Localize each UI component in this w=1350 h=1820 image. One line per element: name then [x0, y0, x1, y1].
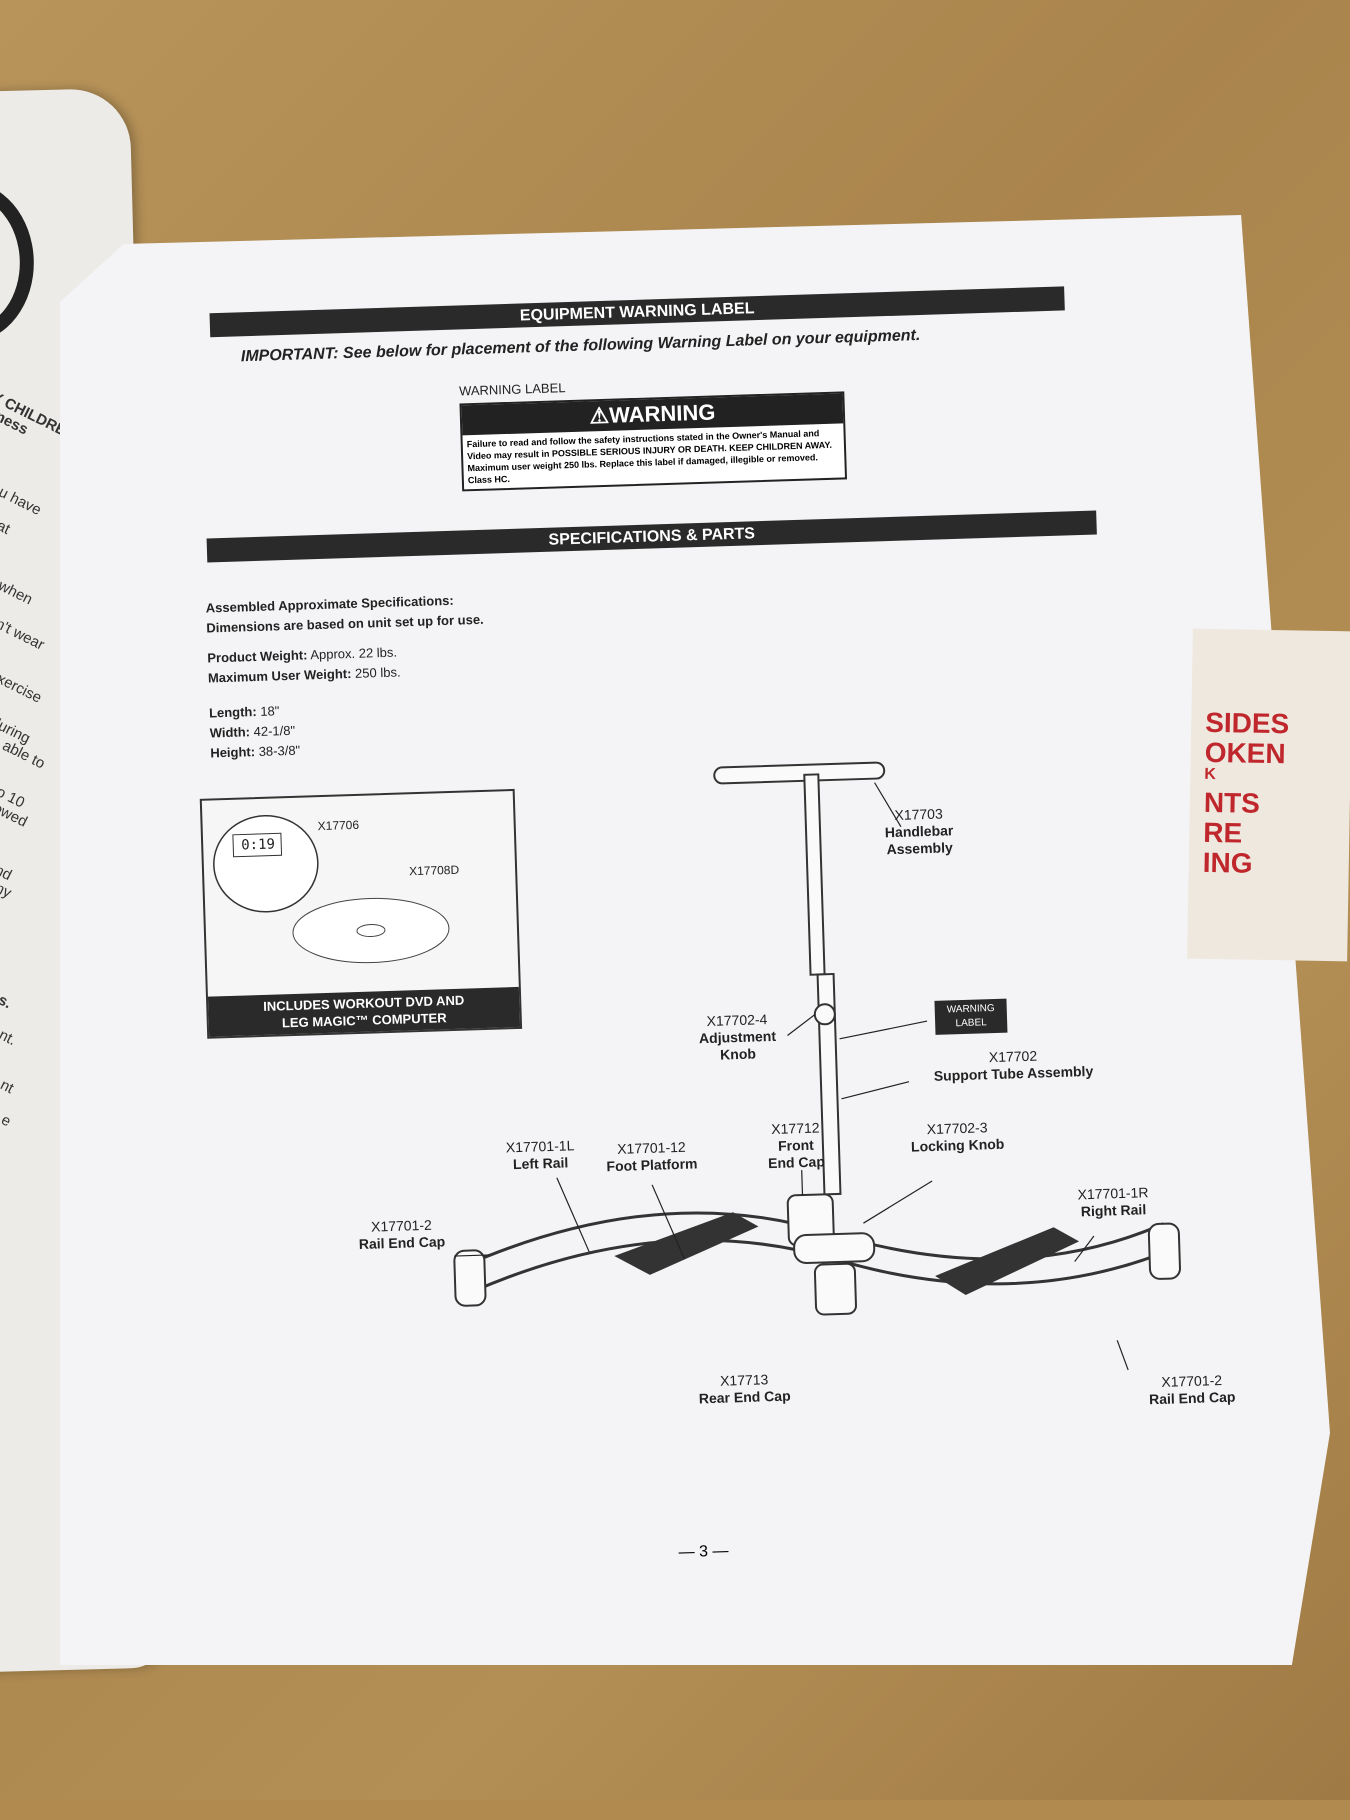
page-number: — 3 —: [678, 1542, 729, 1562]
tape-text: OKEN: [1204, 736, 1286, 770]
tape-text: K: [1204, 765, 1217, 784]
shipping-tape: SIDES OKEN K NTS RE ING: [1187, 628, 1350, 962]
tape-text: SIDES: [1204, 706, 1290, 740]
computer-dvd-illustration: [213, 815, 450, 964]
warning-label-tag: WARNING LABEL: [934, 998, 1008, 1035]
tape-text: NTS: [1203, 786, 1261, 819]
tape-text: RE: [1203, 816, 1243, 849]
included-items-box: 0:19 X17706 X17708D INCLUDES WORKOUT DVD…: [199, 788, 523, 1039]
tape-text: ING: [1202, 846, 1253, 879]
